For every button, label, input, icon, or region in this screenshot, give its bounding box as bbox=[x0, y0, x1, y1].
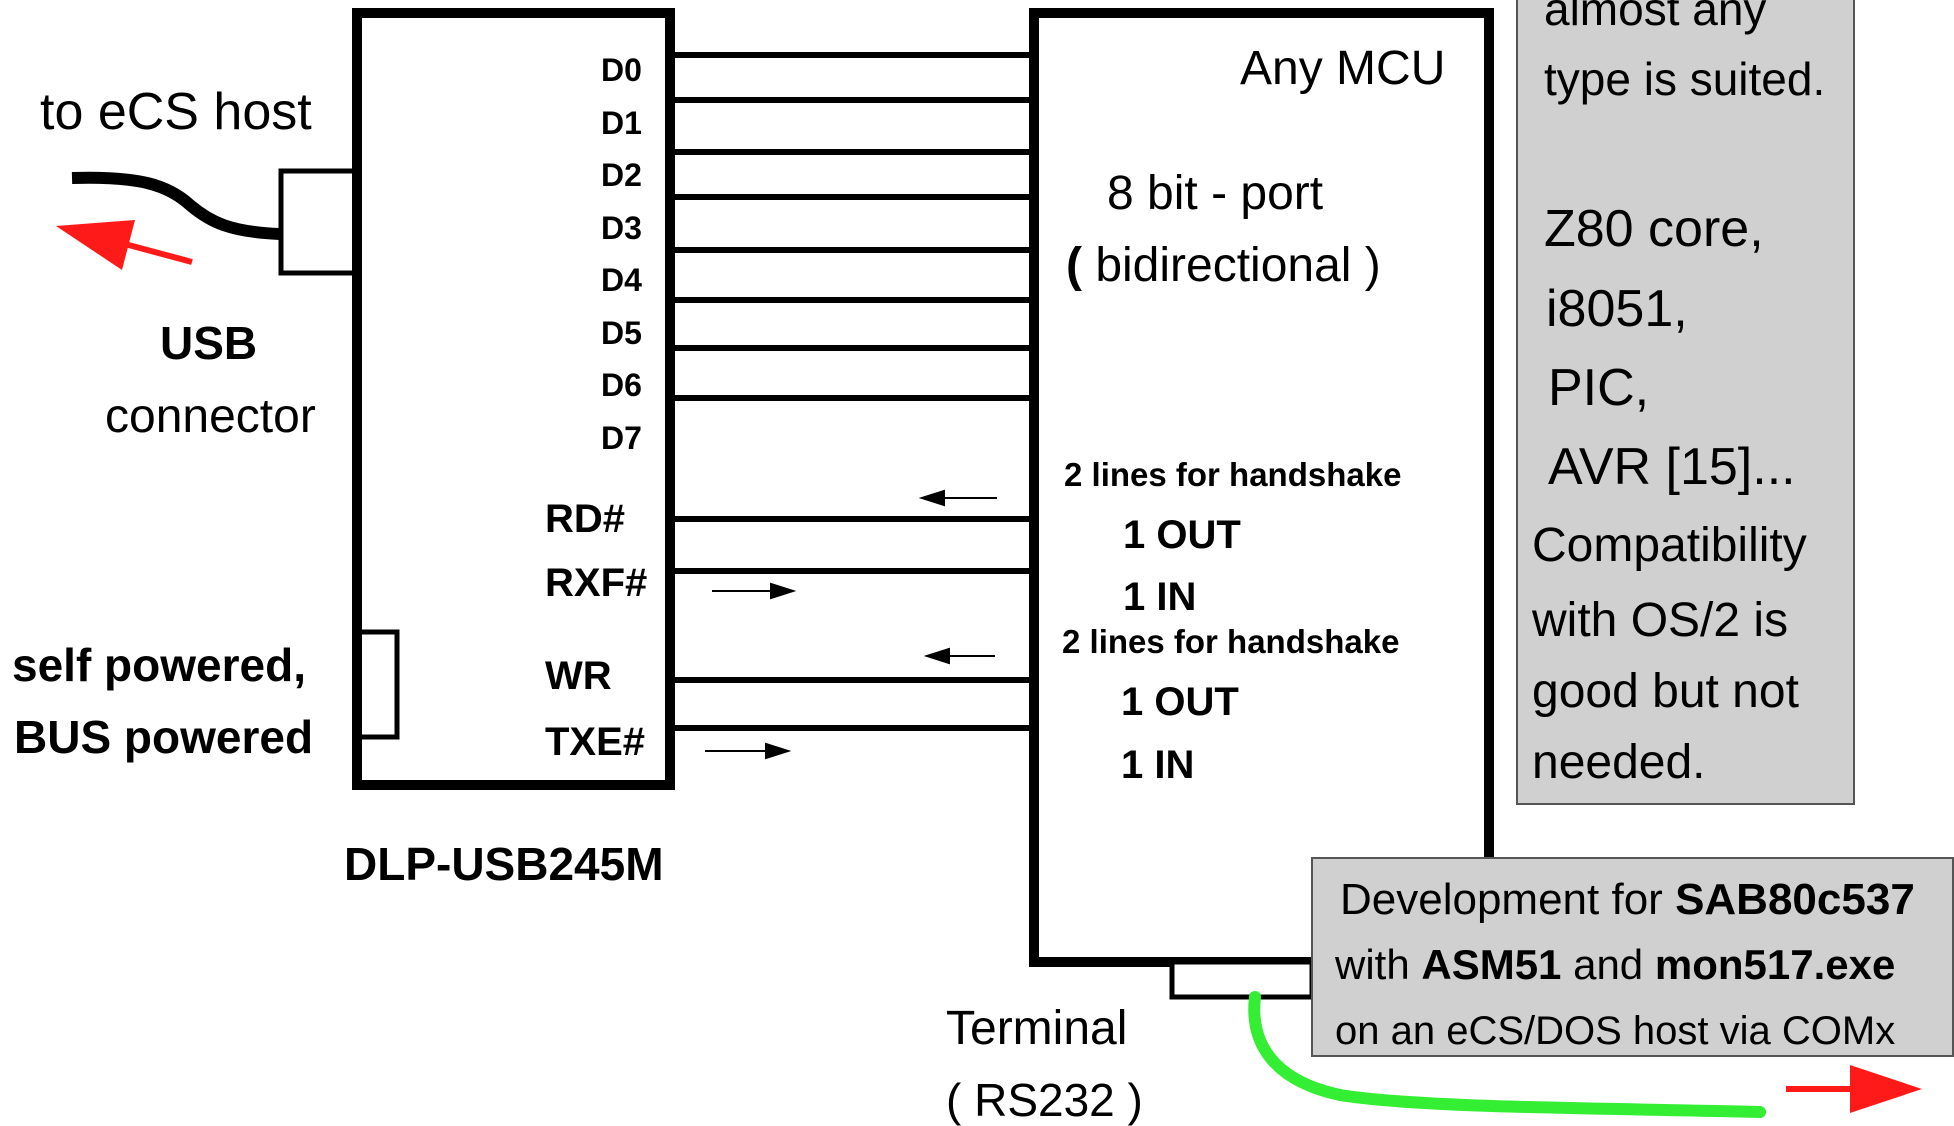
handshake-out-1: 1 OUT bbox=[1123, 513, 1241, 557]
mcu-port-text: bidirectional ) bbox=[1081, 239, 1381, 292]
pin-label-d5: D5 bbox=[601, 315, 642, 351]
terminal-sub-label: ( RS232 ) bbox=[946, 1074, 1143, 1126]
pin-label-rxf: RXF# bbox=[545, 561, 648, 605]
arrow-rd-head bbox=[918, 489, 945, 507]
pin-label-d3: D3 bbox=[601, 210, 642, 246]
connector-label: connector bbox=[105, 390, 316, 443]
handshake-lines bbox=[670, 516, 1034, 731]
handshake-title-1: 2 lines for handshake bbox=[1064, 456, 1402, 493]
pin-label-txe: TXE# bbox=[545, 720, 646, 764]
pin-label-d6: D6 bbox=[601, 367, 642, 403]
side-note-line-8: with OS/2 is bbox=[1532, 594, 1789, 647]
side-note-line-7: Compatibility bbox=[1532, 519, 1807, 572]
handshake-title-2: 2 lines for handshake bbox=[1062, 623, 1400, 660]
handshake-out-2: 1 OUT bbox=[1121, 680, 1239, 724]
dev-note-asm: ASM51 bbox=[1421, 941, 1562, 988]
pin-label-d1: D1 bbox=[601, 105, 642, 141]
dev-note-chip: SAB80c537 bbox=[1675, 875, 1915, 924]
module-name-label: DLP-USB245M bbox=[344, 838, 664, 890]
arrow-txe-head bbox=[765, 742, 792, 760]
dev-note-line3: on an eCS/DOS host via COMx bbox=[1335, 1009, 1896, 1053]
pin-label-d4: D4 bbox=[601, 262, 642, 298]
side-note-box bbox=[1516, 0, 1855, 805]
self-powered-label: self powered, bbox=[12, 639, 306, 691]
arrow-wr-head bbox=[923, 647, 950, 665]
arrow-to-host-head bbox=[56, 220, 135, 270]
direction-arrows bbox=[705, 489, 997, 760]
dev-note-line2: with ASM51 and mon517.exe bbox=[1335, 944, 1895, 986]
pin-label-d0: D0 bbox=[601, 52, 642, 88]
pin-label-d7: D7 bbox=[601, 420, 642, 456]
pin-label-rd: RD# bbox=[545, 497, 626, 541]
serial-connector bbox=[1169, 959, 1315, 1000]
usb-cable bbox=[71, 171, 281, 240]
mcu-port-line1: 8 bit - port bbox=[1107, 167, 1324, 220]
mcu-port-paren: ( bbox=[1066, 239, 1082, 292]
side-note-line-9: good but not bbox=[1532, 665, 1799, 718]
dev-note-line1-a: Development for bbox=[1340, 875, 1676, 924]
terminal-cable bbox=[1248, 991, 1766, 1118]
side-note-line-6: AVR [15]... bbox=[1548, 438, 1796, 496]
dev-note-line1: Development for SAB80c537 bbox=[1340, 878, 1915, 922]
data-bus-lines bbox=[670, 52, 1034, 401]
dev-note-line2-c: and bbox=[1561, 941, 1655, 988]
usb-label: USB bbox=[160, 317, 258, 369]
mcu-title: Any MCU bbox=[1240, 42, 1446, 95]
power-bracket bbox=[357, 629, 400, 740]
dev-note-line2-a: with bbox=[1335, 941, 1422, 988]
host-label: to eCS host bbox=[40, 83, 312, 141]
usb-connector-plug bbox=[278, 168, 360, 276]
side-note-line-5: PIC, bbox=[1548, 359, 1650, 417]
terminal-label: Terminal bbox=[946, 1002, 1128, 1055]
handshake-in-1: 1 IN bbox=[1123, 575, 1197, 619]
dev-note-box bbox=[1311, 857, 1954, 1057]
side-note-line-10: needed. bbox=[1532, 736, 1706, 789]
pin-label-wr: WR bbox=[545, 654, 612, 698]
side-note-line-4: i8051, bbox=[1546, 280, 1688, 338]
side-note-line-0: almost any bbox=[1544, 0, 1767, 35]
pin-label-d2: D2 bbox=[601, 157, 642, 193]
mcu-port-line2: ( bidirectional ) bbox=[1066, 242, 1381, 290]
side-note-line-1: type is suited. bbox=[1544, 53, 1826, 105]
handshake-in-2: 1 IN bbox=[1121, 743, 1195, 787]
arrow-rxf-head bbox=[770, 582, 797, 600]
bus-powered-label: BUS powered bbox=[14, 711, 314, 763]
dev-note-monitor: mon517.exe bbox=[1654, 941, 1896, 988]
mcu-box bbox=[1029, 8, 1494, 967]
side-note-line-3: Z80 core, bbox=[1544, 200, 1764, 258]
arrow-right-head bbox=[1850, 1065, 1922, 1113]
